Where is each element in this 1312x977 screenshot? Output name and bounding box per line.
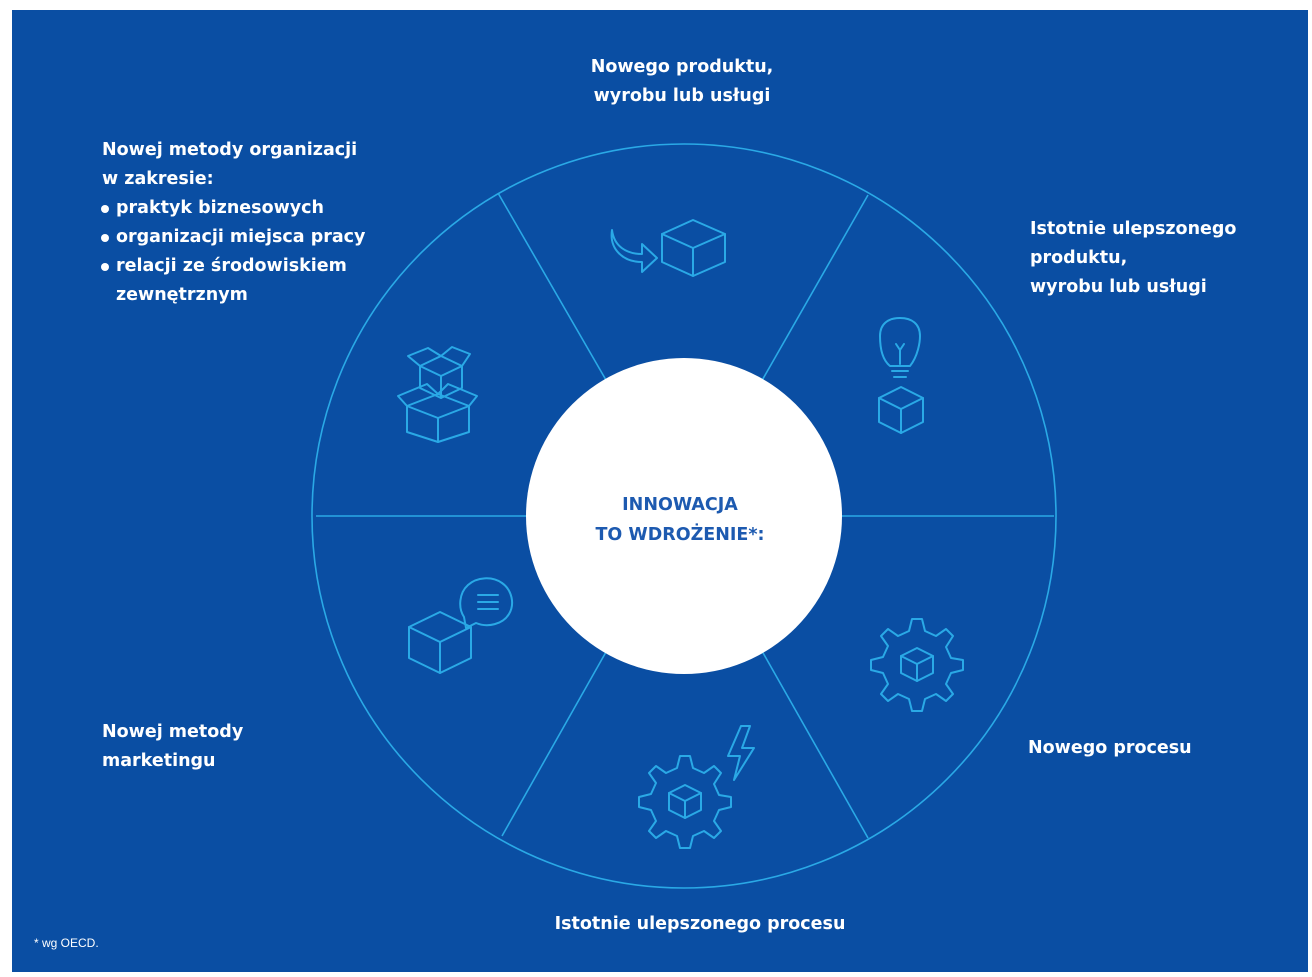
label-improved-product-line-3: wyrobu lub usługi — [1030, 277, 1207, 297]
bullet-item: praktyk biznesowych — [100, 194, 365, 223]
spoke-bottom-left — [501, 651, 607, 837]
label-organization-method-line-2: w zakresie: — [102, 169, 214, 189]
gear-box-icon — [870, 618, 964, 712]
label-new-process: Nowego procesu — [1028, 734, 1192, 763]
center-title-line-1: INNOWACJA — [622, 495, 738, 515]
bullet-item-line-2: zewnętrznym — [116, 285, 248, 305]
stacked-open-boxes-icon — [397, 346, 478, 443]
label-marketing-method-line-1: Nowej metody — [102, 722, 244, 742]
spoke-bottom-right — [761, 650, 869, 839]
label-new-product: Nowego produktu, wyrobu lub usługi — [542, 53, 822, 111]
label-new-product-line-1: Nowego produktu, — [590, 57, 774, 77]
label-marketing-method-line-2: marketingu — [102, 751, 216, 771]
label-new-process-line-1: Nowego procesu — [1028, 738, 1192, 758]
label-improved-product-line-2: produktu, — [1030, 248, 1128, 268]
organization-bullet-list: praktyk biznesowych organizacji miejsca … — [100, 194, 365, 310]
center-title: INNOWACJA TO WDROŻENIE*: — [530, 490, 830, 550]
chat-box-icon — [408, 577, 514, 674]
spoke-top-left — [497, 192, 607, 381]
label-marketing-method: Nowej metody marketingu — [102, 718, 243, 776]
bullet-item: organizacji miejsca pracy — [100, 223, 365, 252]
bullet-item-line-1: relacji ze środowiskiem — [116, 256, 347, 276]
bullet-item: relacji ze środowiskiem zewnętrznym — [100, 252, 365, 310]
center-title-line-2: TO WDROŻENIE*: — [595, 525, 765, 545]
lightbulb-box-icon — [878, 317, 924, 434]
outer-circle — [311, 143, 1057, 889]
label-improved-process: Istotnie ulepszonego procesu — [500, 910, 900, 939]
gear-lightning-box-icon — [638, 725, 755, 849]
spoke-top-right — [759, 194, 869, 385]
label-improved-process-line-1: Istotnie ulepszonego procesu — [554, 914, 846, 934]
footnote: * wg OECD. — [34, 936, 99, 950]
center-circle — [526, 358, 842, 674]
label-improved-product: Istotnie ulepszonego produktu, wyrobu lu… — [1030, 215, 1236, 302]
label-improved-product-line-1: Istotnie ulepszonego — [1030, 219, 1237, 239]
label-organization-method: Nowej metody organizacji w zakresie: pra… — [100, 136, 365, 310]
label-new-product-line-2: wyrobu lub usługi — [593, 86, 771, 106]
label-organization-method-line-1: Nowej metody organizacji — [102, 140, 358, 160]
bullet-item-line-1: praktyk biznesowych — [116, 198, 324, 218]
bullet-item-line-1: organizacji miejsca pracy — [116, 227, 366, 247]
arrow-into-box-icon — [610, 219, 726, 277]
